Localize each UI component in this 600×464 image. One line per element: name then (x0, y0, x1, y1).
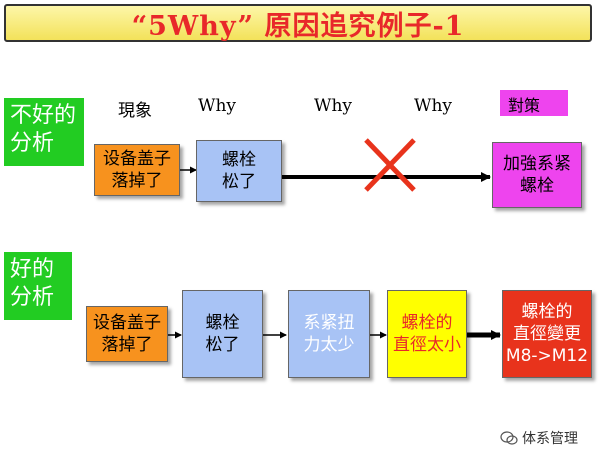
bad-why1-text: 螺栓 松了 (222, 150, 256, 192)
good-phenomenon-text: 设备盖子 落掉了 (93, 313, 161, 355)
bad-countermeasure-text: 加強系紧 螺栓 (503, 154, 571, 196)
bad-why1-box: 螺栓 松了 (196, 140, 282, 202)
good-why1-text: 螺栓 松了 (205, 313, 240, 355)
good-why2-text: 系紧扭 力太少 (303, 313, 355, 355)
page-title: “5Why” 原因追究例子-1 (131, 10, 465, 42)
bad-countermeasure-box: 加強系紧 螺栓 (492, 142, 582, 208)
bad-phenomenon-text: 设备盖子 落掉了 (103, 149, 171, 191)
wechat-icon (500, 431, 518, 445)
good-analysis-label: 好的 分析 (4, 252, 72, 320)
x-mark-icon (364, 138, 416, 192)
bad-analysis-label: 不好的 分析 (4, 98, 84, 166)
header-phenomenon: 現象 (118, 101, 152, 121)
header-why-1: Why (198, 96, 237, 116)
header-why-2: Why (314, 96, 353, 116)
header-countermeasure: 對策 (500, 90, 568, 116)
header-why-3: Why (414, 96, 453, 116)
good-countermeasure-text: 螺栓的 直徑變更 M8->M12 (505, 302, 589, 366)
title-banner: “5Why” 原因追究例子-1 (4, 4, 592, 42)
good-why3-box: 螺栓的 直徑太小 (387, 290, 467, 378)
bad-phenomenon-box: 设备盖子 落掉了 (94, 144, 180, 196)
good-why3-text: 螺栓的 直徑太小 (393, 313, 461, 355)
good-why2-box: 系紧扭 力太少 (288, 290, 370, 378)
watermark: 体系管理 (500, 428, 578, 448)
good-countermeasure-box: 螺栓的 直徑變更 M8->M12 (502, 290, 592, 378)
watermark-text: 体系管理 (522, 431, 578, 447)
good-phenomenon-box: 设备盖子 落掉了 (86, 306, 168, 362)
good-analysis-text: 好的 分析 (10, 257, 55, 310)
bad-analysis-text: 不好的 分析 (10, 103, 77, 156)
good-why1-box: 螺栓 松了 (182, 290, 263, 378)
